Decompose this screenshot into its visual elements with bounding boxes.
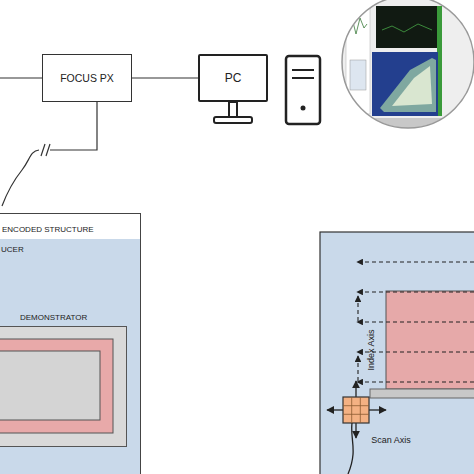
scan-trace xyxy=(382,24,432,32)
tower-slot xyxy=(292,77,314,79)
transducer-region: UCER DEMONSTRATOR xyxy=(0,239,140,474)
scan-plan-panel xyxy=(320,232,474,474)
device-box: FOCUS PX xyxy=(42,54,132,102)
part-outline xyxy=(386,291,474,389)
node-text: ENCODED STRUCTURE xyxy=(2,225,94,234)
scan-pass xyxy=(357,291,474,292)
c-scan-feature xyxy=(380,58,436,112)
probe-cable xyxy=(50,102,97,150)
c-scan-panel xyxy=(372,52,438,116)
scan-arrow xyxy=(369,409,386,410)
dark-scan-panel xyxy=(376,6,440,48)
demonstrator-box: DEMONSTRATOR xyxy=(0,326,127,447)
index-arrow xyxy=(355,381,356,397)
tower-button xyxy=(301,106,306,111)
mini-plot xyxy=(349,18,367,34)
monitor-screen: PC xyxy=(198,54,268,102)
monitor-base xyxy=(214,117,252,123)
transducer-symbol xyxy=(343,397,369,423)
monitor-neck xyxy=(229,102,237,117)
part-base xyxy=(370,389,474,398)
probe-cable-curve xyxy=(2,150,39,206)
window-background xyxy=(340,0,474,134)
axis-label: Index Axis xyxy=(366,315,376,385)
axis-arrows xyxy=(327,381,386,438)
c-scan-feature xyxy=(392,66,432,106)
index-step xyxy=(357,356,358,381)
demonstrator-frame xyxy=(0,339,113,433)
scan-arrow xyxy=(327,409,343,410)
node-text: UCER xyxy=(1,245,24,254)
inset-border xyxy=(342,0,474,128)
transducer-cable xyxy=(348,423,353,474)
input-wire xyxy=(0,77,42,78)
node-text: DEMONSTRATOR xyxy=(20,313,87,322)
side-panel xyxy=(346,4,370,114)
node-text: FOCUS PX xyxy=(43,55,131,101)
cable-break xyxy=(41,144,50,156)
axis-label: Scan Axis xyxy=(361,435,421,445)
screenshot-inset xyxy=(340,0,474,134)
demonstrator-core xyxy=(0,351,100,420)
mini-panel xyxy=(350,60,366,90)
connector-wire xyxy=(132,77,198,78)
transducer-grid xyxy=(343,397,369,423)
pc-tower xyxy=(286,56,320,124)
index-step xyxy=(357,296,358,321)
index-arrow xyxy=(355,423,356,438)
scan-pass xyxy=(357,261,474,262)
tower-slot xyxy=(292,69,314,71)
scan-pass xyxy=(357,321,474,322)
scan-pass xyxy=(357,381,474,382)
node-text: PC xyxy=(200,56,266,100)
structure-box: ENCODED STRUCTURE UCER DEMONSTRATOR xyxy=(0,213,141,474)
